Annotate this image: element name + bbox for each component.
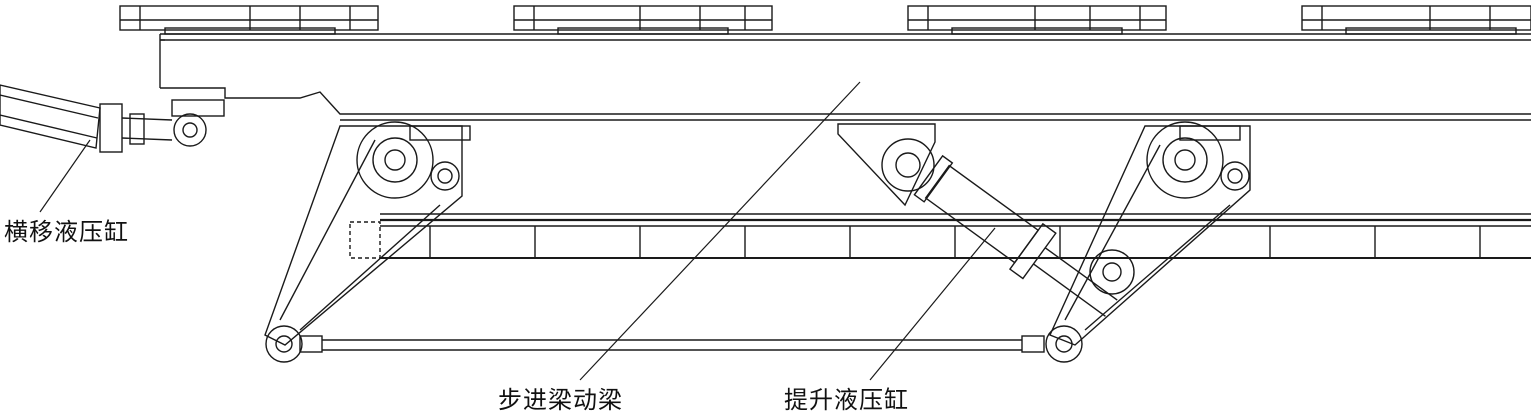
label-lift-cylinder: 提升液压缸 [784,386,909,414]
label-traverse-cylinder: 横移液压缸 [4,218,129,246]
leader-moving-beam [579,81,861,381]
traverse-hydraulic-cylinder [0,84,225,153]
top-pad-2 [513,5,773,35]
leader-lift [869,227,996,381]
lift-hydraulic-cylinder [837,123,1135,317]
rail-ribs [429,226,1481,258]
top-pad-3 [907,5,1167,35]
top-pad-4 [1301,5,1531,35]
lower-rail-structure [349,213,1531,259]
leader-traverse [39,139,91,213]
moving-beam-body [159,33,1531,121]
leader-lines [39,81,996,381]
lower-connecting-rod [265,325,1083,363]
right-lift-lever [1049,121,1251,346]
label-walking-beam-moving: 步进梁动梁 [498,386,623,414]
top-fixed-beam-pads [119,5,1531,35]
top-pad-1 [119,5,379,35]
left-lift-lever [264,121,471,346]
